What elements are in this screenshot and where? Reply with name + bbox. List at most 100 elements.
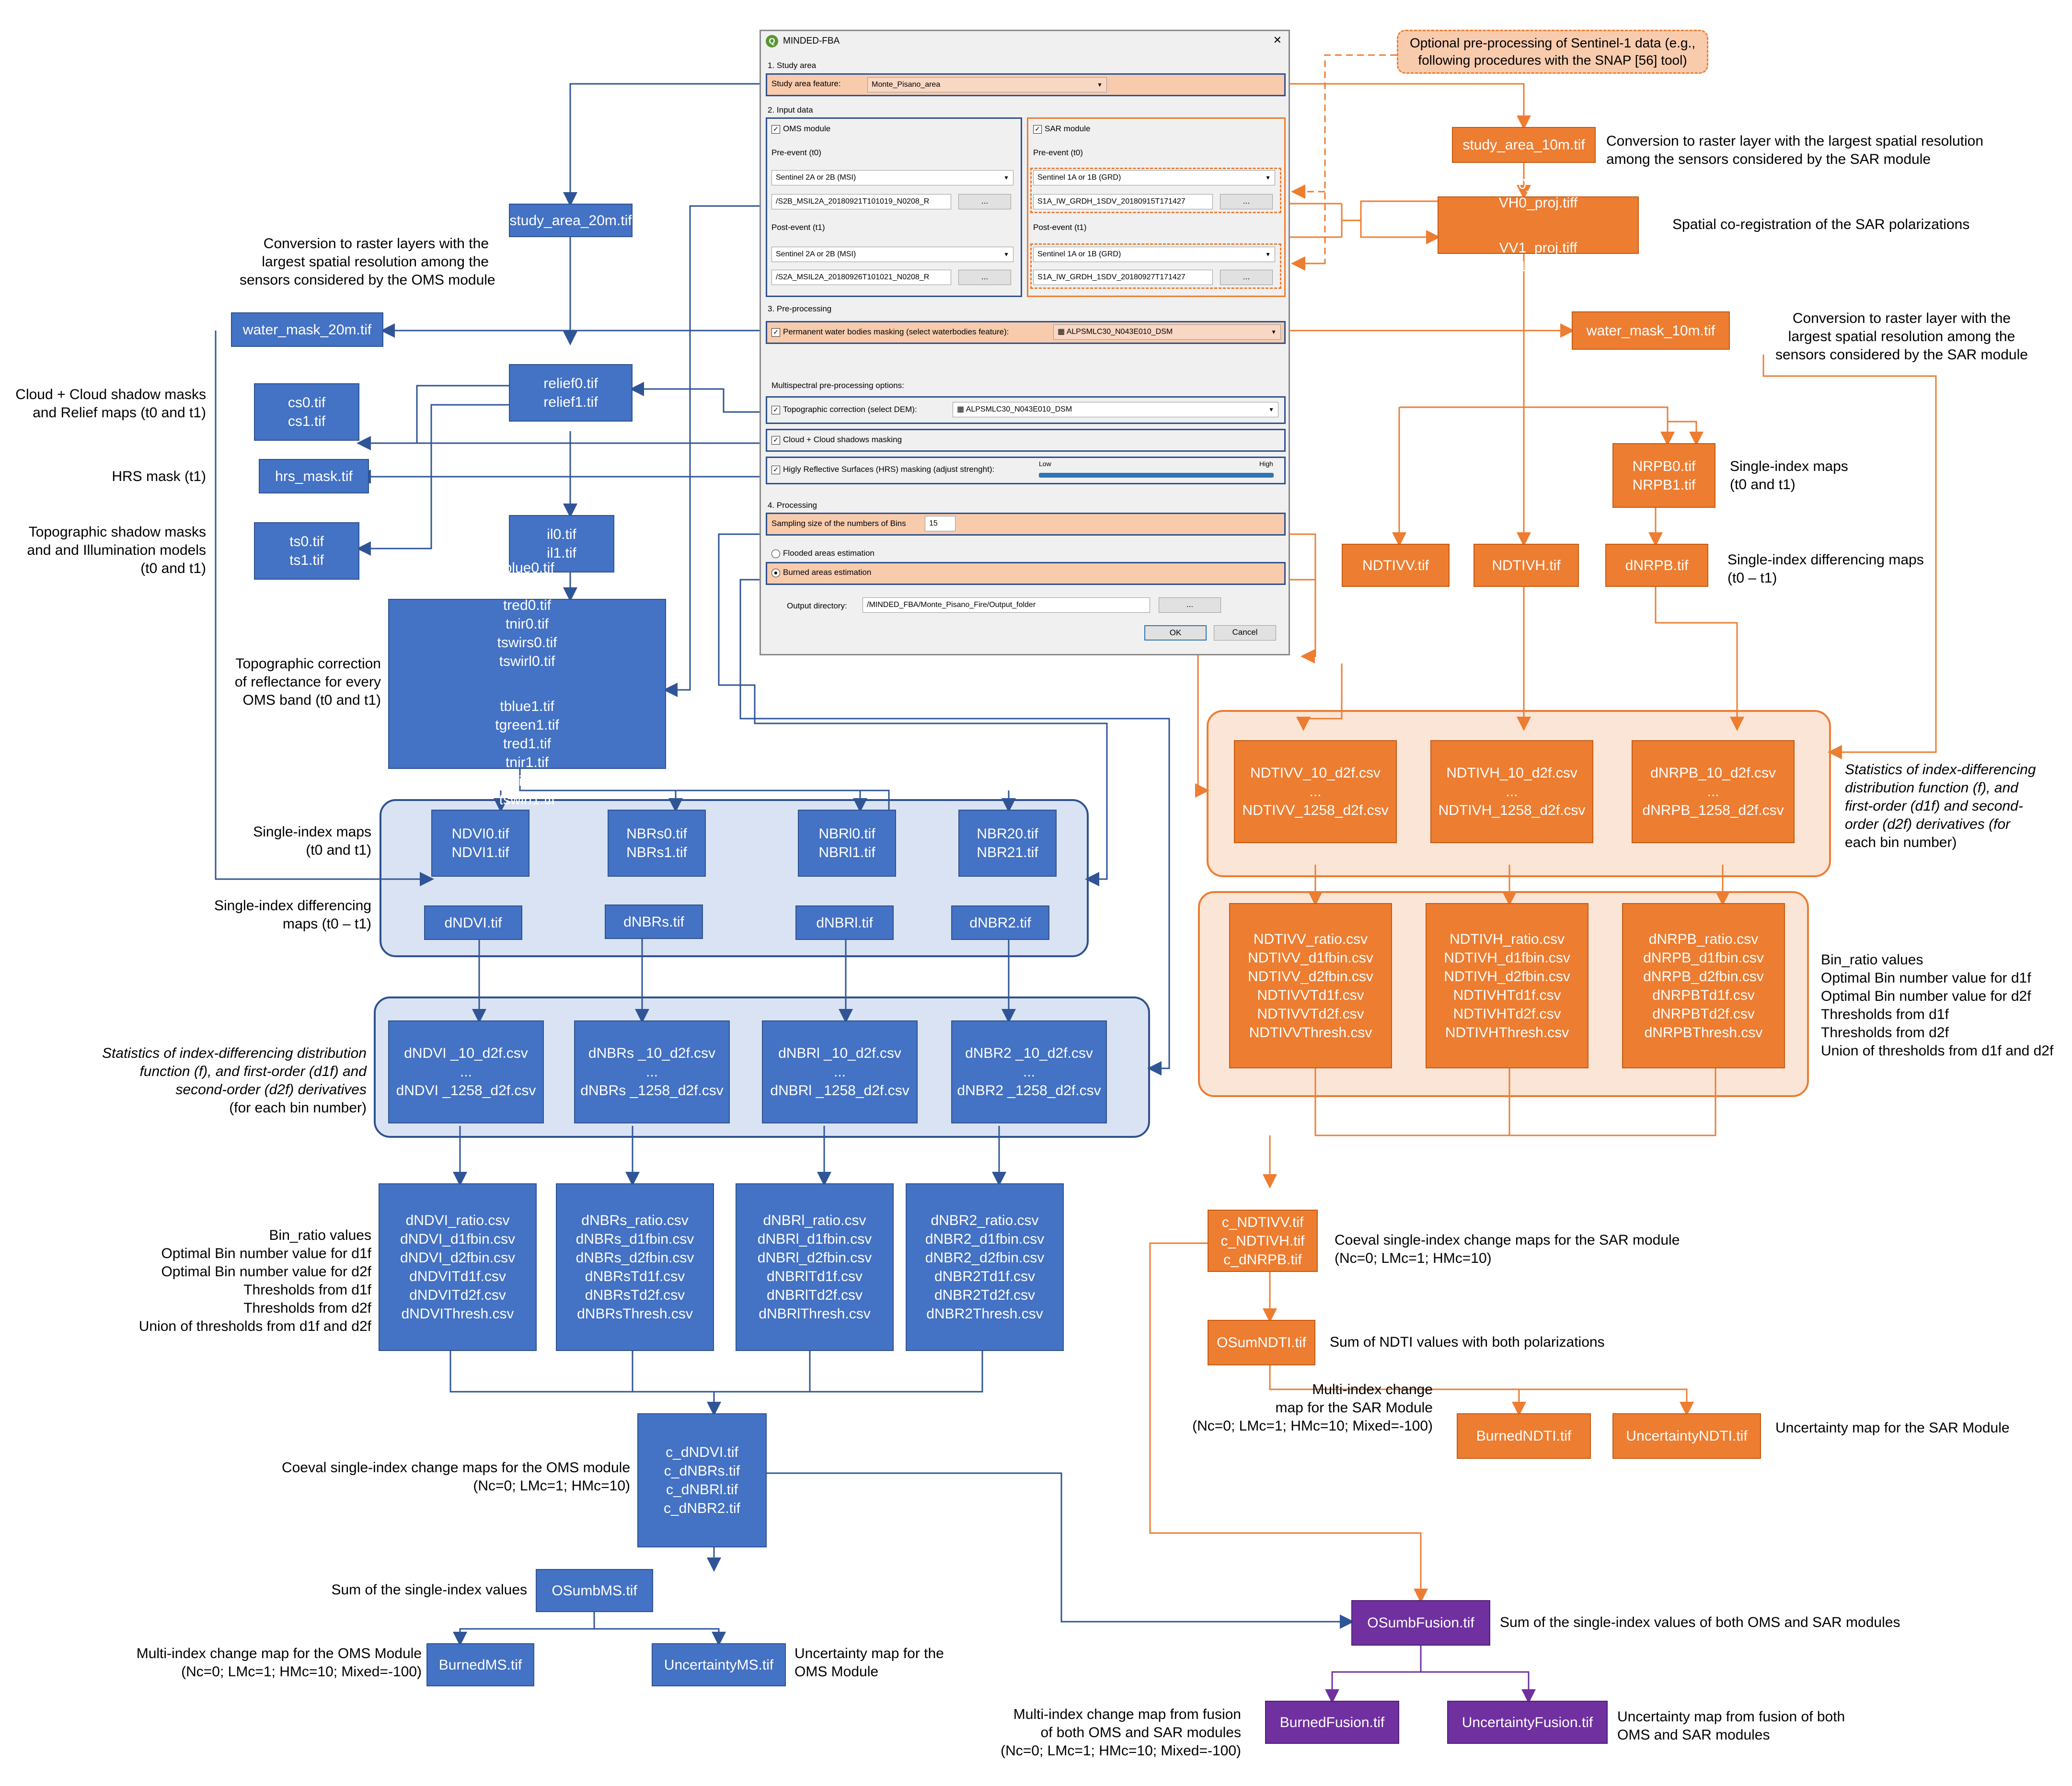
dialog-title: MINDED-FBA	[783, 36, 840, 46]
ratio-line: dNRPBTd1f.csv	[1652, 987, 1755, 1003]
label-line: OMS band (t0 and t1)	[242, 692, 381, 708]
hrs-label: HRS mask (t1)	[112, 469, 206, 484]
dnbr2-stats-node: dNBR2 _10_d2f.csv...dNBR2 _1258_d2f.csv	[951, 1020, 1107, 1123]
stats-label: Statistics of index-differencing distrib…	[29, 1044, 367, 1117]
close-icon[interactable]: ✕	[1273, 34, 1282, 46]
output-label: Output directory:	[787, 601, 847, 610]
nbr21-label: NBR21.tif	[977, 845, 1038, 860]
fusion-connectors	[1325, 1646, 1536, 1704]
label-line: among the sensors considered by the SAR …	[1606, 151, 1931, 167]
sar-post-sensor-value: Sentinel 1A or 1B (GRD)	[1037, 250, 1121, 258]
ratio-line: dNBRlTd2f.csv	[766, 1287, 863, 1303]
band-label: tgreen1.tif	[495, 717, 559, 733]
ratio-line: NDTIVHThresh.csv	[1445, 1024, 1569, 1041]
band-label: tswirl0.tif	[499, 653, 555, 669]
sar-checkbox-label: SAR module	[1045, 124, 1091, 133]
water-mask-checkbox[interactable]: ✓Permanent water bodies masking (select …	[771, 327, 1009, 337]
ratio-line: dNBR2Thresh.csv	[926, 1306, 1043, 1322]
hrs-checkbox[interactable]: ✓Higly Reflective Surfaces (HRS) masking…	[771, 465, 994, 474]
oms-pre-sensor-select[interactable]: Sentinel 2A or 2B (MSI)▼	[771, 170, 1013, 185]
sar-pre-file-input[interactable]: S1A_IW_GRDH_1SDV_20180915T171427	[1033, 194, 1213, 209]
oms-post-browse-button[interactable]: ...	[958, 270, 1011, 285]
label-line: (t0 and t1)	[1730, 477, 1796, 492]
output-directory-input[interactable]: /MINDED_FBA/Monte_Pisano_Fire/Output_fol…	[863, 597, 1150, 613]
sar-pre-browse-button[interactable]: ...	[1220, 194, 1273, 209]
stats-last: NDTIVV_1258_d2f.csv	[1242, 802, 1389, 818]
label-line: of reflectance for every	[234, 674, 381, 690]
burned-radio[interactable]: ●Burned areas estimation	[771, 568, 871, 577]
oms-post-file-input[interactable]: /S2A_MSIL2A_20180926T101021_N0208_R	[771, 270, 951, 285]
cs1-label: cs1.tif	[288, 413, 326, 429]
stats-last: dNBRs _1258_d2f.csv	[580, 1083, 724, 1099]
band-label: tnir1.tif	[505, 755, 549, 770]
label-line: Union of thresholds from d1f and d2f	[138, 1318, 371, 1334]
ndvi0-label: NDVI0.tif	[451, 826, 509, 842]
ts0-label: ts0.tif	[289, 534, 324, 550]
study-area-10m-node: study_area_10m.tif	[1452, 127, 1596, 163]
label-line: Bin_ratio values	[269, 1227, 371, 1243]
radio-selected-icon: ●	[771, 568, 780, 577]
oms-post-sensor-select[interactable]: Sentinel 2A or 2B (MSI)▼	[771, 247, 1013, 262]
study-area-select[interactable]: Monte_Pisano_area▼	[867, 77, 1107, 92]
dnrpb-stats-node: dNRPB_10_d2f.csv...dNRPB_1258_d2f.csv	[1632, 740, 1795, 843]
chevron-down-icon: ▼	[1265, 251, 1271, 258]
bins-spinbox[interactable]: 15	[925, 516, 955, 531]
oms-checkbox[interactable]: ✓OMS module	[771, 124, 830, 134]
cancel-button[interactable]: Cancel	[1214, 625, 1276, 641]
sar-post-sensor-select[interactable]: Sentinel 1A or 1B (GRD) ▼	[1033, 247, 1275, 262]
sar-checkbox[interactable]: ✓SAR module	[1033, 124, 1090, 134]
burnedndti-node: BurnedNDTI.tif	[1457, 1413, 1591, 1459]
sar-post-event-label: Post-event (t1)	[1033, 223, 1087, 232]
label-line: second-order (d2f) derivatives	[175, 1082, 367, 1098]
ok-button[interactable]: OK	[1144, 625, 1207, 641]
chevron-down-icon: ▼	[1003, 251, 1009, 258]
oms-pre-browse-button[interactable]: ...	[958, 194, 1011, 209]
nrpb1-label: NRPB1.tif	[1632, 477, 1696, 493]
oms-pre-file-input[interactable]: /S2B_MSIL2A_20180921T101019_N0208_R	[771, 194, 951, 209]
flooded-radio[interactable]: Flooded areas estimation	[771, 549, 875, 558]
stats-last: dNDVI _1258_d2f.csv	[396, 1083, 536, 1099]
sar-post-browse-button[interactable]: ...	[1220, 270, 1273, 285]
ratio-line: dNRPB_d1fbin.csv	[1643, 950, 1764, 966]
label-line: OMS Module	[794, 1664, 879, 1680]
hrs-row	[766, 457, 1286, 484]
stats-ellipsis: ...	[1506, 784, 1518, 800]
sar-post-file-input[interactable]: S1A_IW_GRDH_1SDV_20180927T171427	[1033, 270, 1213, 285]
label-line: Thresholds from d1f	[1821, 1007, 1949, 1022]
topo-value: ALPSMLC30_N043E010_DSM	[966, 405, 1072, 413]
label-line: sensors considered by the SAR module	[1775, 347, 2028, 363]
ratio-line: NDTIVVTd2f.csv	[1257, 1006, 1364, 1022]
oms-post-event-label: Post-event (t1)	[771, 223, 825, 232]
coeval-line: c_dNDVI.tif	[666, 1444, 738, 1460]
output-browse-button[interactable]: ...	[1159, 597, 1221, 613]
relief1-label: relief1.tif	[543, 394, 598, 410]
band-label: tswirl1.tif	[499, 792, 555, 808]
water-mask-select[interactable]: ▦ ALPSMLC30_N043E010_DSM▼	[1053, 324, 1281, 340]
nrpb0-label: NRPB0.tif	[1632, 458, 1696, 474]
topo-select[interactable]: ▦ ALPSMLC30_N043E010_DSM▼	[953, 402, 1278, 417]
sar-pre-file-value: S1A_IW_GRDH_1SDV_20180915T171427	[1037, 197, 1186, 206]
hrs-strength-slider[interactable]	[1039, 473, 1274, 478]
topo-checkbox[interactable]: ✓Topographic correction (select DEM):	[771, 405, 917, 414]
nbrl0-label: NBRl0.tif	[818, 826, 875, 842]
label-line: Optimal Bin number value for d1f	[161, 1246, 371, 1261]
osumndti-node: OSumNDTI.tif	[1208, 1320, 1315, 1365]
chevron-down-icon: ▼	[1265, 174, 1271, 181]
label-line: Conversion to raster layers with the	[263, 236, 489, 252]
oms-checkbox-label: OMS module	[783, 124, 831, 133]
ratio-line: dNDVITd2f.csv	[409, 1287, 506, 1303]
sar-pre-event-label: Pre-event (t0)	[1033, 148, 1083, 157]
ratio-line: dNBR2_d1fbin.csv	[925, 1231, 1045, 1247]
sar-pre-sensor-select[interactable]: Sentinel 1A or 1B (GRD)▼	[1033, 170, 1275, 185]
section-study-area: 1. Study area	[768, 61, 817, 70]
ratio-line: dNBR2Td2f.csv	[934, 1287, 1036, 1303]
ratio-line: dNBRs_d1fbin.csv	[576, 1231, 694, 1247]
cloud-checkbox[interactable]: ✓Cloud + Cloud shadows masking	[771, 435, 902, 445]
ndvi1-label: NDVI1.tif	[451, 845, 509, 860]
